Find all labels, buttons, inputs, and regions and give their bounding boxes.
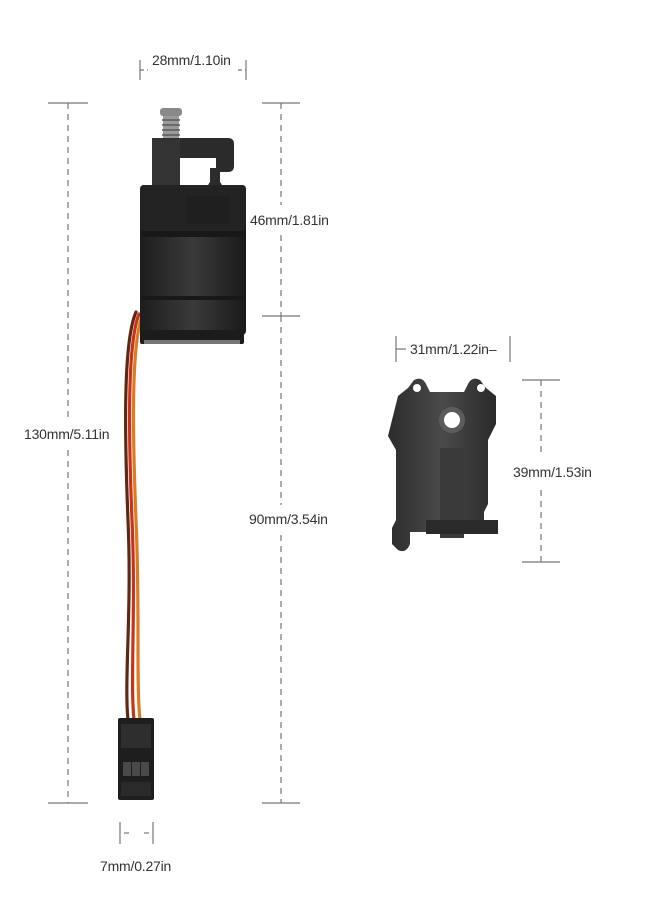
servo-width-label: 28mm/1.10in	[152, 52, 231, 68]
cable-length-label: 90mm/3.54in	[249, 511, 328, 527]
mount-height-label: 39mm/1.53in	[513, 464, 592, 480]
mount-width-label: 31mm/1.22in–	[410, 341, 497, 357]
servo-cable	[124, 310, 144, 722]
servo-motor-icon	[140, 108, 246, 344]
servo-mount-bracket-icon	[388, 378, 498, 552]
connector-width-dimension	[119, 822, 154, 844]
total-length-label: 130mm/5.11in	[24, 426, 110, 442]
mount-width-dimension	[395, 336, 511, 362]
servo-height-dimension	[262, 102, 300, 317]
servo-body-height-label: 46mm/1.81in	[250, 212, 329, 228]
three-pin-connector-icon	[118, 718, 154, 800]
total-length-dimension	[48, 102, 88, 804]
cable-length-dimension	[262, 316, 300, 804]
servo-width-dimension	[139, 60, 247, 80]
mount-height-dimension	[522, 379, 560, 563]
connector-width-label: 7mm/0.27in	[100, 858, 172, 874]
dimension-lines	[48, 60, 560, 844]
